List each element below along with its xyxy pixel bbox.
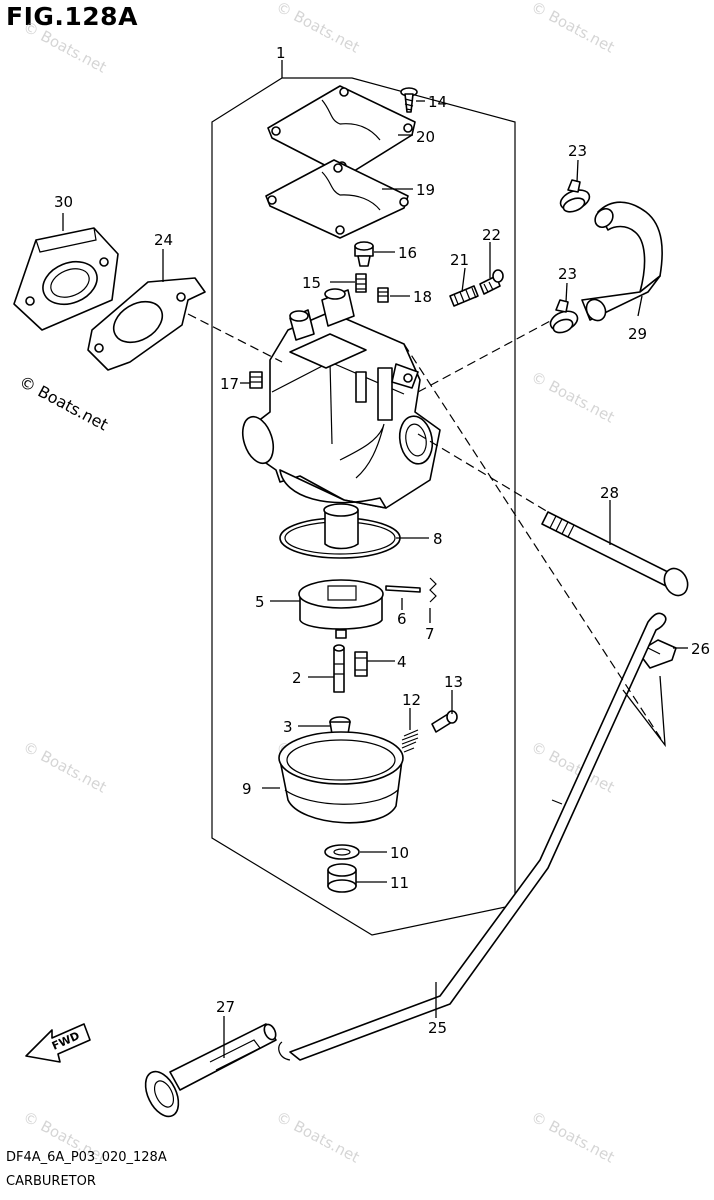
part-plate-20	[267, 85, 416, 177]
callout-21: 21	[450, 251, 469, 269]
callout-16: 16	[398, 244, 417, 262]
part-float-5	[298, 579, 384, 639]
part-screw-13	[431, 710, 458, 733]
part-bowl-9	[278, 731, 404, 824]
callout-12: 12	[402, 691, 421, 709]
bracket-26	[622, 675, 666, 748]
part-spacer-30	[13, 227, 119, 331]
watermark-text: © Boats.net	[528, 368, 617, 427]
part-carburetor-body	[241, 288, 441, 509]
callout-13: 13	[444, 673, 463, 691]
callout-27: 27	[216, 998, 235, 1016]
part-gasket-19	[265, 159, 409, 239]
callout-11: 11	[390, 874, 409, 892]
part-oring-8	[279, 503, 401, 559]
watermark-text: © Boats.net	[528, 1108, 617, 1167]
part-screw-22	[479, 269, 504, 295]
callout-8: 8	[433, 530, 443, 548]
callouts: 1 14 20 19 23 30 24 22 16 21 15 18 23 29…	[54, 44, 710, 1037]
callout-25: 25	[428, 1019, 447, 1037]
callout-22: 22	[482, 226, 501, 244]
callout-30: 30	[54, 193, 73, 211]
fwd-arrow-icon: FWD	[25, 1023, 91, 1063]
callout-28: 28	[600, 484, 619, 502]
callout-6: 6	[397, 610, 407, 628]
watermark-text: © Boats.net	[273, 0, 362, 57]
callout-4: 4	[397, 653, 407, 671]
watermark-text: © Boats.net	[20, 738, 109, 797]
callout-10: 10	[390, 844, 409, 862]
watermark-text: © Boats.net	[273, 1108, 362, 1167]
part-clip-7	[429, 577, 437, 603]
callout-26: 26	[691, 640, 710, 658]
part-clamp-23-upper	[559, 179, 591, 213]
watermark-text: © Boats.net	[528, 0, 617, 57]
callout-24: 24	[154, 231, 173, 249]
part-rod-25	[278, 612, 667, 1061]
callout-17: 17	[220, 375, 239, 393]
part-spring-12	[401, 729, 419, 753]
part-bolt-28	[541, 511, 689, 597]
part-knob-27	[144, 1023, 277, 1118]
callout-2: 2	[292, 669, 302, 687]
callout-23-lower: 23	[558, 265, 577, 283]
part-clamp-23-lower	[549, 299, 579, 334]
callout-29: 29	[628, 325, 647, 343]
callout-5: 5	[255, 593, 265, 611]
callout-20: 20	[416, 128, 435, 146]
callout-7: 7	[425, 625, 435, 643]
figure-title: FIG.128A	[6, 2, 138, 31]
part-jet-17	[249, 371, 263, 389]
callout-9: 9	[242, 780, 252, 798]
watermark-text-dark: © Boats.net	[16, 372, 111, 435]
drawing-code: DF4A_6A_P03_020_128A	[6, 1150, 167, 1165]
callout-14: 14	[428, 93, 447, 111]
part-needle-2	[333, 644, 345, 693]
assembly-dashed-lines	[187, 313, 666, 746]
part-hose-29	[581, 201, 663, 322]
part-jet-15	[355, 273, 367, 293]
part-washer-10	[324, 844, 360, 860]
part-jet-18	[377, 287, 389, 303]
callout-15: 15	[302, 274, 321, 292]
part-bolt-11	[327, 863, 357, 893]
leader-lines	[62, 60, 688, 1058]
part-spring-21	[449, 285, 479, 307]
part-pin-6	[385, 585, 421, 593]
part-gasket-24	[87, 277, 206, 371]
watermark-text: © Boats.net	[20, 18, 109, 77]
assembly-name: CARBURETOR	[6, 1174, 96, 1189]
callout-18: 18	[413, 288, 432, 306]
callout-1: 1	[276, 44, 286, 62]
callout-23-upper: 23	[568, 142, 587, 160]
callout-3: 3	[283, 718, 293, 736]
part-clip-4	[354, 651, 368, 677]
callout-19: 19	[416, 181, 435, 199]
part-screw-14	[400, 87, 418, 113]
part-plug-16	[354, 241, 374, 267]
